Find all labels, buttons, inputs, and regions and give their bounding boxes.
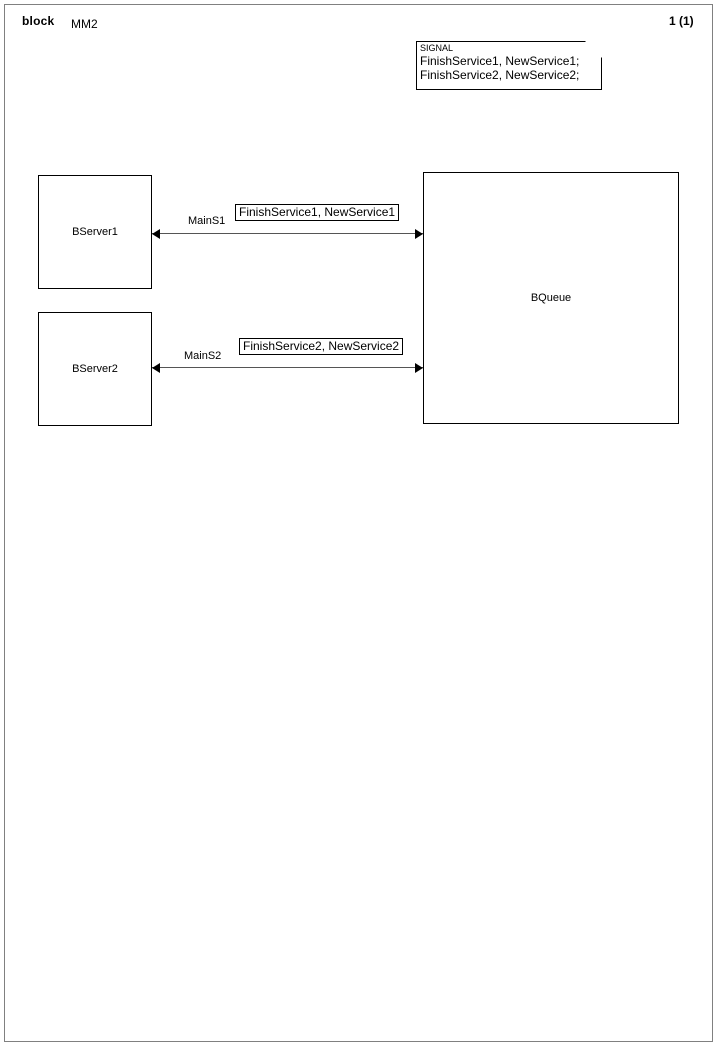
- block-label: BQueue: [530, 292, 572, 304]
- channel-mains1-signal-list: FinishService1, NewService1: [235, 204, 400, 221]
- channel-mains2-signal-list: FinishService2, NewService2: [239, 338, 404, 355]
- page-border-frame: [4, 4, 713, 1042]
- note-shape: [416, 41, 602, 90]
- note-text-content: SIGNAL FinishService1, NewService1; Fini…: [420, 43, 598, 82]
- arrow-right-icon: [415, 229, 423, 239]
- signal-keyword: SIGNAL: [420, 43, 454, 53]
- page-title: MM2: [71, 17, 98, 31]
- arrow-right-icon: [415, 363, 423, 373]
- signal-declaration-note: SIGNAL FinishService1, NewService1; Fini…: [416, 41, 602, 90]
- channel-mains1-line[interactable]: [152, 233, 423, 234]
- channel-mains1-name: MainS1: [188, 215, 226, 227]
- arrow-left-icon: [152, 363, 160, 373]
- block-label: BServer1: [72, 226, 118, 238]
- diagram-kind-label: block: [22, 14, 55, 28]
- arrow-left-icon: [152, 229, 160, 239]
- block-label: BServer2: [72, 363, 118, 375]
- signal-declaration-line-1: FinishService1, NewService1;: [420, 54, 580, 68]
- block-bqueue[interactable]: BQueue: [423, 172, 679, 424]
- page-number-indicator: 1 (1): [669, 14, 694, 28]
- block-bserver1[interactable]: BServer1: [38, 175, 152, 289]
- block-bserver2[interactable]: BServer2: [38, 312, 152, 426]
- signal-declaration-line-2: FinishService2, NewService2;: [420, 68, 580, 82]
- channel-mains2-line[interactable]: [152, 367, 423, 368]
- channel-mains2-name: MainS2: [184, 350, 222, 362]
